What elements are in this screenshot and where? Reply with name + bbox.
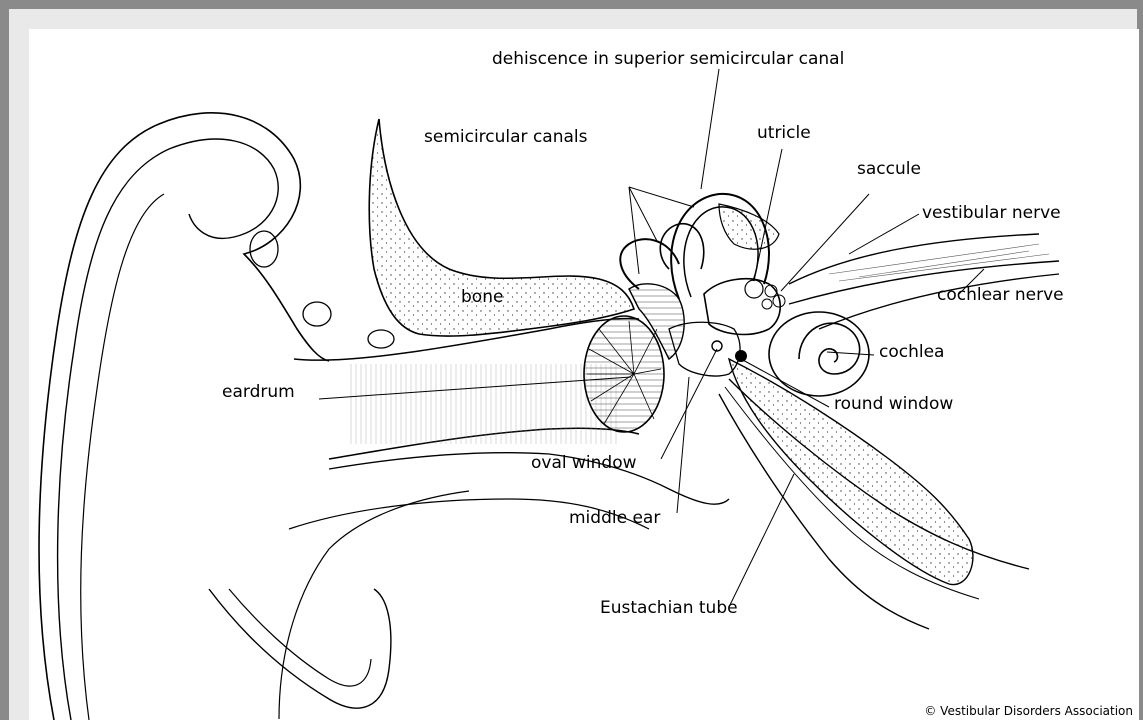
- pinna-inner-outline: [58, 139, 279, 720]
- label-eustachian-tube: Eustachian tube: [600, 600, 738, 617]
- cartilage-blob-1: [250, 231, 278, 267]
- label-eardrum: eardrum: [222, 384, 295, 401]
- vestibule: [704, 279, 780, 335]
- label-semicircular-canals: semicircular canals: [424, 129, 587, 146]
- leader-eustachian-tube: [729, 474, 794, 607]
- label-bone: bone: [461, 289, 503, 306]
- saccule-blob-3: [762, 299, 772, 309]
- leader-cochlea: [827, 352, 874, 355]
- label-saccule: saccule: [857, 161, 921, 178]
- leader-canals-2: [629, 187, 657, 241]
- diagram-canvas: dehiscence in superior semicircular cana…: [29, 29, 1139, 720]
- lobule: [209, 589, 391, 708]
- nerve-fibres: [829, 244, 1049, 281]
- ear-canal-hatching: [349, 364, 619, 444]
- cartilage-blob-2: [303, 302, 331, 326]
- leader-dehiscence: [701, 69, 719, 189]
- round-window-marker: [735, 350, 747, 362]
- label-dehiscence: dehiscence in superior semicircular cana…: [492, 51, 844, 68]
- label-cochlea: cochlea: [879, 344, 944, 361]
- leader-canals-3: [629, 187, 694, 207]
- cartilage-blob-3: [368, 330, 394, 348]
- pinna-outline: [39, 113, 329, 720]
- cochlea-spiral: [799, 323, 860, 374]
- leader-oval-window: [661, 349, 717, 459]
- posterior-canal: [620, 239, 679, 289]
- lower-ear-contour: [329, 453, 729, 505]
- utricle-blob: [745, 280, 763, 298]
- helix-fold: [81, 194, 164, 720]
- leader-middle-ear: [677, 377, 689, 513]
- label-vestibular-nerve: vestibular nerve: [922, 205, 1061, 222]
- label-cochlear-nerve: cochlear nerve: [937, 287, 1064, 304]
- label-middle-ear: middle ear: [569, 510, 660, 527]
- copyright-notice: © Vestibular Disorders Association: [924, 704, 1133, 718]
- label-utricle: utricle: [757, 125, 811, 142]
- label-round-window: round window: [834, 396, 953, 413]
- leader-saccule: [781, 194, 869, 291]
- leader-canals-1: [629, 187, 639, 274]
- leader-vestibular-nerve: [849, 214, 919, 254]
- label-oval-window: oval window: [531, 455, 637, 472]
- bone-upper-right: [719, 204, 779, 249]
